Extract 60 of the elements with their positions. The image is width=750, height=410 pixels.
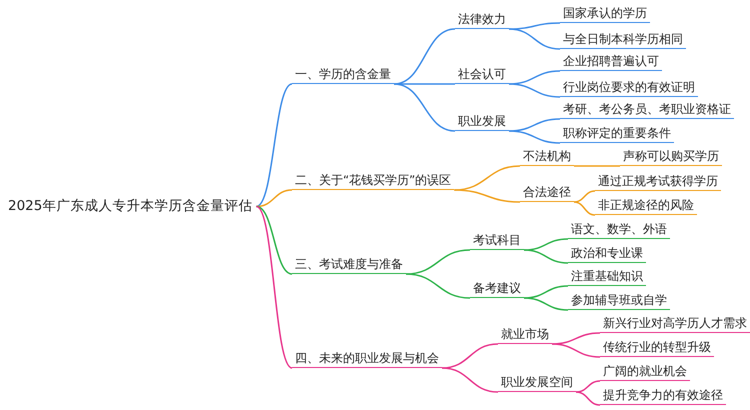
- branch-line: [508, 22, 560, 30]
- branch-line: [406, 249, 470, 275]
- branch-line: [576, 391, 600, 406]
- leaf-label: 非正规途径的风险: [595, 197, 697, 215]
- leaf-label: 注重基础知识: [568, 268, 646, 286]
- topic-label: 职业发展: [455, 113, 509, 131]
- topic-label: 法律效力: [455, 11, 509, 29]
- branch-line: [508, 83, 560, 98]
- branch-line: [508, 130, 560, 144]
- branch-line: [442, 367, 498, 393]
- branch-line: [406, 273, 470, 299]
- leaf-label: 参加辅导班或自学: [568, 292, 670, 310]
- topic-label: 合法途径: [520, 184, 574, 202]
- branch-line: [574, 201, 596, 216]
- topic-label: 社会认可: [455, 66, 509, 84]
- branch-label: 三、考试难度与准备: [292, 256, 406, 274]
- branch-line: [256, 206, 292, 369]
- branch-line: [508, 28, 560, 50]
- branch-line: [256, 83, 292, 208]
- branch-line: [394, 83, 456, 132]
- leaf-label: 新兴行业对高学历人才需求: [600, 315, 750, 333]
- topic-label: 备考建议: [470, 280, 524, 298]
- branch-line: [524, 249, 568, 264]
- leaf-label: 语文、数学、外语: [568, 221, 670, 239]
- leaf-label: 政治和专业课: [568, 245, 646, 263]
- leaf-label: 考研、考公务员、考职业资格证: [560, 101, 734, 119]
- leaf-label: 行业岗位要求的有效证明: [560, 79, 698, 97]
- topic-label: 职业发展空间: [498, 374, 576, 392]
- leaf-label: 与全日制本科学历相同: [560, 31, 686, 49]
- leaf-label: 国家承认的学历: [560, 5, 650, 23]
- leaf-label: 企业招聘普遍认可: [560, 53, 662, 71]
- leaf-label: 声称可以购买学历: [620, 148, 722, 166]
- leaf-label: 传统行业的转型升级: [600, 339, 714, 357]
- leaf-label: 职称评定的重要条件: [560, 125, 674, 143]
- branch-line: [552, 332, 600, 345]
- title-label: 2025年广东成人专升本学历含金量评估: [8, 198, 252, 215]
- leaf-label: 广阔的就业机会: [600, 363, 690, 381]
- branch-line: [256, 189, 292, 208]
- branch-line: [576, 380, 600, 393]
- branch-line: [508, 70, 560, 85]
- leaf-label: 通过正规考试获得学历: [595, 173, 721, 191]
- branch-line: [524, 297, 568, 311]
- branch-line: [394, 28, 456, 85]
- branch-line: [508, 118, 560, 132]
- branch-label: 四、未来的职业发展与机会: [292, 350, 442, 368]
- branch-line: [574, 165, 620, 167]
- branch-label: 二、关于“花钱买学历”的误区: [292, 172, 454, 190]
- topic-label: 不法机构: [520, 148, 574, 166]
- branch-line: [524, 238, 568, 251]
- topic-label: 考试科目: [470, 232, 524, 250]
- branch-line: [552, 343, 600, 358]
- leaf-label: 提升竞争力的有效途径: [600, 387, 726, 405]
- branch-line: [442, 343, 498, 369]
- branch-line: [256, 206, 292, 275]
- topic-label: 就业市场: [498, 326, 552, 344]
- branch-line: [574, 190, 596, 203]
- branch-line: [454, 189, 520, 203]
- branch-line: [454, 165, 520, 191]
- branch-line: [524, 285, 568, 299]
- branch-label: 一、学历的含金量: [292, 66, 394, 84]
